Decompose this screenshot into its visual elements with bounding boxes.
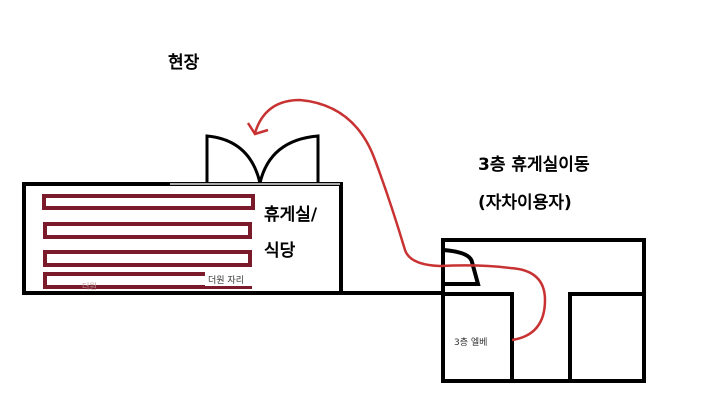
seat-label: 더원 자리 <box>208 276 244 286</box>
route-line <box>253 98 547 342</box>
right-room <box>568 292 646 383</box>
move-title: 3층 휴게실이동 <box>478 155 590 175</box>
arrowhead-icon <box>246 122 269 136</box>
elevator-room <box>441 292 514 383</box>
move-subtitle: (자차이용자) <box>478 193 572 213</box>
table <box>43 222 252 239</box>
lounge-label-1: 휴게실/ <box>264 205 318 225</box>
faint-label: 더원 <box>82 282 97 291</box>
lounge-label-2: 식당 <box>264 241 296 261</box>
entrance-door <box>205 134 320 184</box>
elevator-label: 3층 엘베 <box>454 338 488 348</box>
table <box>42 194 255 210</box>
table <box>43 250 252 267</box>
tables <box>42 194 255 289</box>
site-label: 현장 <box>168 53 200 73</box>
door-right <box>442 248 481 286</box>
